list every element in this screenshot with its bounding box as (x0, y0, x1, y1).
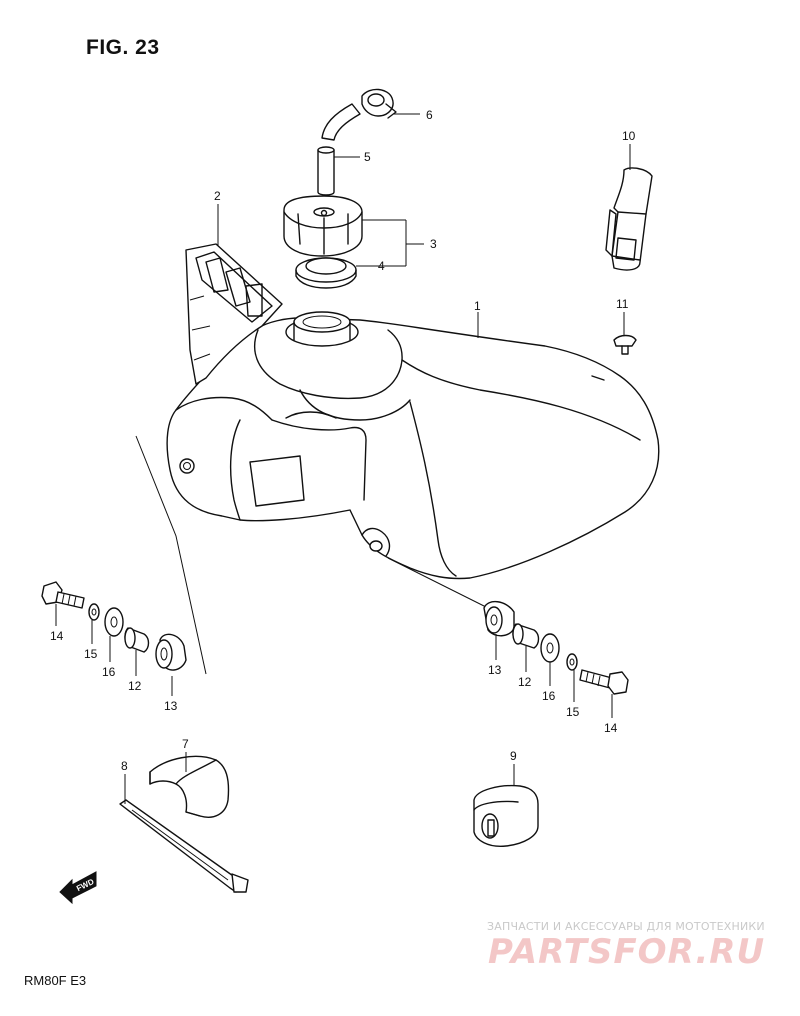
callout-8: 8 (121, 759, 128, 773)
left-mount-bolt (41, 581, 85, 609)
callout-9: 9 (510, 749, 517, 763)
callout-12-right: 12 (518, 675, 532, 689)
callout-numbers: 1 2 3 4 5 6 7 8 9 10 11 14 15 16 12 13 1… (50, 108, 636, 773)
callout-5: 5 (364, 150, 371, 164)
callout-1: 1 (474, 299, 481, 313)
callout-11: 11 (616, 297, 629, 311)
forward-direction-arrow: FWD (59, 871, 97, 905)
callout-13-right: 13 (488, 663, 502, 677)
watermark-brand: PARTSFOR.RU (488, 932, 766, 972)
right-mount-bolt (579, 669, 629, 695)
right-grommet (483, 601, 515, 637)
cable-tie (119, 799, 249, 893)
left-grommet (155, 633, 187, 671)
tank-cushion (149, 755, 230, 818)
figure-title: FIG. 23 (86, 36, 160, 59)
shroud-emblem (135, 243, 283, 675)
left-collar (124, 627, 150, 653)
callout-6: 6 (426, 108, 433, 122)
callout-14-right: 14 (604, 721, 618, 735)
callout-10: 10 (622, 129, 636, 143)
right-collar (512, 623, 540, 649)
callout-3: 3 (430, 237, 437, 251)
model-code: RM80F E3 (24, 973, 87, 988)
tank-strap (605, 167, 653, 271)
callout-12-left: 12 (128, 679, 142, 693)
callout-14-left: 14 (50, 629, 64, 643)
cap-gasket (295, 257, 357, 289)
breather-hose-clamp (321, 88, 397, 141)
watermark-subtitle: ЗАПЧАСТИ И АКСЕССУАРЫ ДЛЯ МОТОТЕХНИКИ (487, 920, 765, 933)
callout-13-left: 13 (164, 699, 178, 713)
fuel-tank (166, 311, 660, 580)
leader-lines (55, 113, 631, 804)
fuel-cap (283, 195, 363, 257)
left-lock-washer (88, 603, 100, 621)
rubber-cushion-9 (473, 784, 539, 848)
right-lock-washer (566, 653, 578, 671)
small-screw (613, 334, 637, 355)
callout-2: 2 (214, 189, 221, 203)
callout-4: 4 (378, 259, 385, 273)
callout-15-left: 15 (84, 647, 98, 661)
callout-7: 7 (182, 737, 189, 751)
breather-pipe-short (317, 146, 335, 196)
callout-16-left: 16 (102, 665, 116, 679)
callout-16-right: 16 (542, 689, 556, 703)
left-washer (104, 607, 124, 637)
callout-15-right: 15 (566, 705, 580, 719)
right-washer (540, 633, 560, 663)
